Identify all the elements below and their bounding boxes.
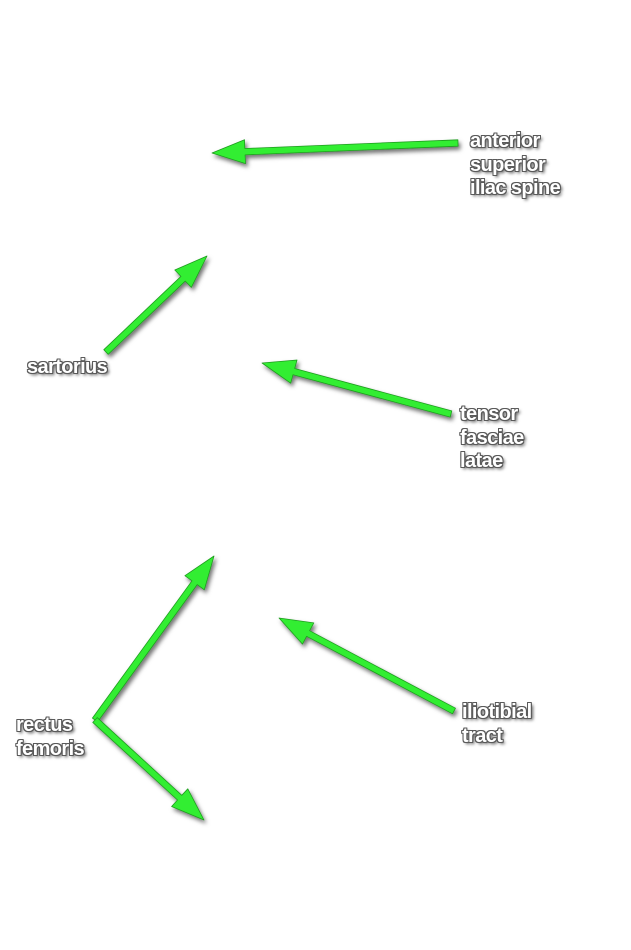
label-line: tract bbox=[462, 724, 503, 747]
label-line: anterior bbox=[470, 130, 540, 152]
label-iliotibial-tract: iliotibial tract bbox=[462, 701, 532, 748]
label-line: rectus bbox=[16, 714, 73, 736]
label-line: iliac spine bbox=[470, 177, 561, 199]
arrow-anterior-superior-iliac-spine bbox=[211, 139, 459, 165]
label-tensor-fasciae-latae: tensor fasciae latae bbox=[460, 403, 524, 474]
label-line: superior bbox=[470, 153, 546, 176]
label-line: iliotibial bbox=[462, 701, 532, 723]
arrow-iliotibial-tract bbox=[278, 617, 456, 715]
label-line: femoris bbox=[16, 737, 85, 760]
label-line: latae bbox=[460, 450, 503, 472]
label-sartorius: sartorius bbox=[27, 356, 108, 380]
arrow-rectus-femoris-lower bbox=[92, 717, 205, 821]
label-rectus-femoris: rectus femoris bbox=[16, 714, 85, 761]
arrow-sartorius bbox=[103, 255, 208, 355]
label-line: sartorius bbox=[27, 356, 108, 378]
label-line: tensor bbox=[460, 403, 518, 425]
arrow-rectus-femoris-upper bbox=[92, 555, 215, 723]
label-line: fasciae bbox=[460, 426, 524, 449]
arrow-tensor-fasciae-latae bbox=[261, 359, 453, 418]
label-anterior-superior-iliac-spine: anterior superior iliac spine bbox=[470, 130, 561, 201]
